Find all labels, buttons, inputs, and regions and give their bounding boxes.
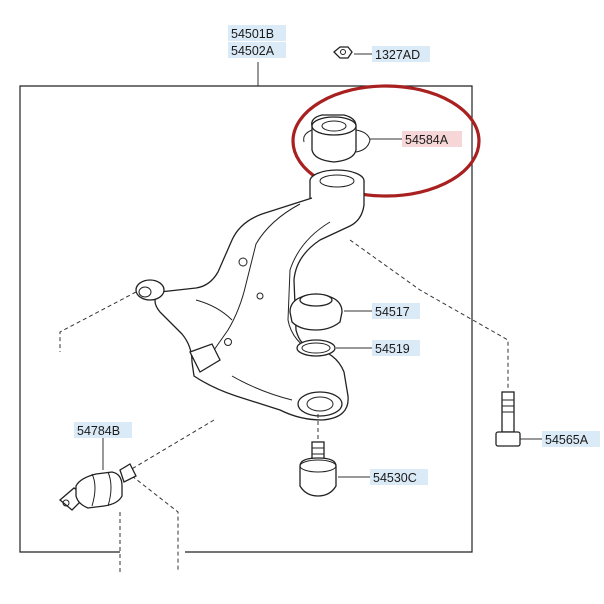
label-text-54517: 54517 bbox=[375, 305, 410, 319]
ring-inner bbox=[301, 342, 331, 354]
bumper-top bbox=[299, 293, 333, 307]
label-ball-joint[interactable]: 54530C bbox=[370, 469, 428, 485]
ball-joint-cap bbox=[299, 459, 337, 473]
label-bg bbox=[370, 469, 428, 485]
label-bolt[interactable]: 54565A bbox=[542, 431, 600, 447]
ring-part[interactable] bbox=[296, 339, 336, 357]
ball-joint-part[interactable] bbox=[299, 441, 337, 497]
bushing-highlighted-part[interactable] bbox=[303, 114, 371, 163]
arm-hole-3 bbox=[256, 292, 264, 300]
label-text-54565a: 54565A bbox=[545, 433, 589, 447]
label-text-54501b: 54501B bbox=[231, 27, 274, 41]
dash-rear-upper bbox=[59, 291, 137, 352]
nut-icon bbox=[333, 46, 353, 59]
diagram-frame bbox=[19, 85, 473, 553]
arm-contour-3 bbox=[195, 299, 233, 321]
bolt-head bbox=[495, 431, 521, 447]
label-bg bbox=[372, 340, 420, 356]
arm-rear-tube-hole bbox=[138, 286, 152, 298]
bushing-flange bbox=[355, 129, 371, 153]
arm-contour-4 bbox=[231, 375, 293, 401]
label-text-54530c: 54530C bbox=[373, 471, 417, 485]
rear-bushing-body bbox=[75, 471, 123, 509]
rear-bushing-hole-left bbox=[62, 499, 70, 507]
label-bg bbox=[228, 25, 286, 41]
label-bg bbox=[228, 42, 286, 58]
nut-part[interactable] bbox=[333, 46, 353, 59]
label-text-1327ad: 1327AD bbox=[375, 48, 420, 62]
bumper-part[interactable] bbox=[289, 293, 343, 331]
arm-contour-1 bbox=[213, 203, 301, 351]
label-bg bbox=[372, 46, 430, 62]
bolt-part[interactable] bbox=[495, 391, 521, 447]
label-bg bbox=[542, 431, 600, 447]
label-control-arm[interactable]: 54501B 54502A bbox=[228, 25, 286, 58]
bushing-inner bbox=[321, 120, 347, 132]
rear-bushing-line-2 bbox=[107, 471, 112, 507]
label-bg bbox=[372, 303, 420, 319]
label-text-54784b: 54784B bbox=[77, 424, 120, 438]
label-bushing-highlighted[interactable]: 54584A bbox=[402, 131, 462, 147]
nut-hole bbox=[340, 49, 346, 55]
label-ring[interactable]: 54519 bbox=[372, 340, 420, 356]
label-bg bbox=[74, 422, 132, 438]
dash-rear-mid bbox=[129, 419, 215, 471]
arm-socket-inner bbox=[306, 396, 334, 412]
arm-hole-1 bbox=[238, 257, 248, 267]
label-bumper[interactable]: 54517 bbox=[372, 303, 420, 319]
bushing-top bbox=[311, 116, 357, 136]
ring-outer bbox=[296, 339, 336, 357]
label-rear-bushing[interactable]: 54784B bbox=[74, 422, 132, 438]
rear-bushing-line-1 bbox=[91, 473, 96, 507]
rear-bushing-part[interactable] bbox=[58, 463, 137, 511]
label-bg bbox=[402, 131, 462, 147]
dash-rear-right bbox=[131, 475, 179, 572]
arm-socket bbox=[297, 391, 343, 417]
control-arm-part[interactable] bbox=[135, 169, 365, 421]
dash-to-bolt bbox=[349, 239, 509, 390]
highlight-ellipse bbox=[291, 84, 481, 198]
label-text-54502a: 54502A bbox=[231, 44, 275, 58]
rear-bushing-end-right bbox=[119, 463, 137, 483]
bushing-flange-left bbox=[303, 129, 313, 143]
arm-hole-2 bbox=[224, 338, 232, 346]
label-text-54519: 54519 bbox=[375, 342, 410, 356]
ball-joint-body bbox=[299, 457, 337, 497]
label-text-54584a: 54584A bbox=[405, 133, 449, 147]
label-nut[interactable]: 1327AD bbox=[372, 46, 430, 62]
arm-tab bbox=[189, 343, 221, 373]
arm-housing-inner bbox=[319, 174, 355, 188]
